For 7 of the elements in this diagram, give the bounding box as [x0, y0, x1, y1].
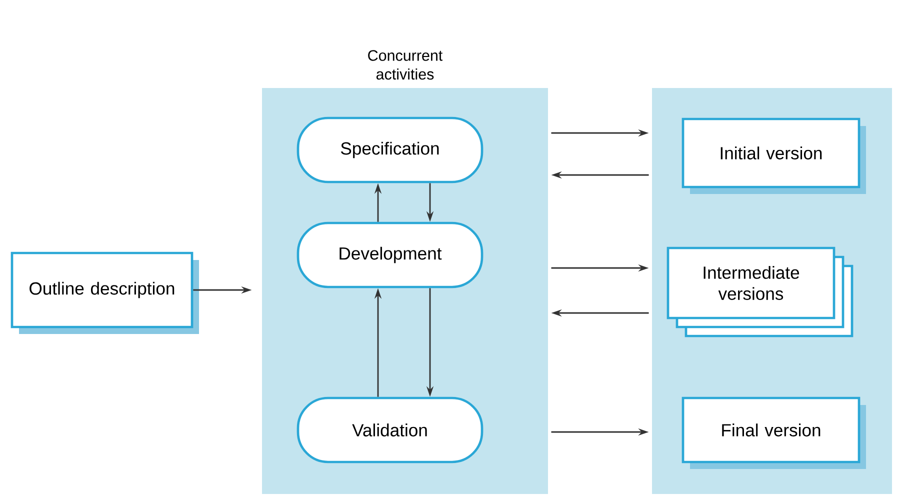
document-box: Outline description	[10, 252, 199, 334]
document-box: Final version	[682, 396, 866, 469]
document-box: Initial version	[682, 118, 866, 194]
activity-box: Validation	[296, 396, 484, 464]
stacked-document-box: Intermediate versions	[666, 246, 854, 338]
activity-box: Specification	[296, 116, 484, 184]
activity-box: Development	[296, 222, 484, 288]
